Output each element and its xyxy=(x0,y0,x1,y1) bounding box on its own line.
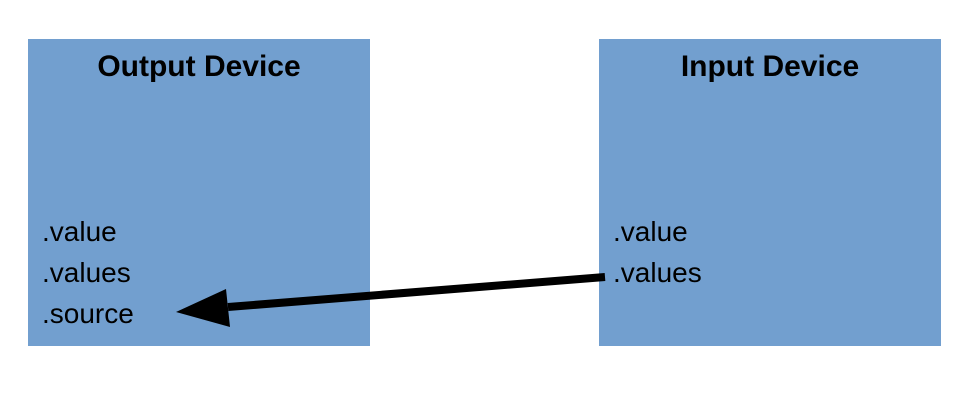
output-device-member-list: .value .values .source xyxy=(42,211,362,334)
output-device-title: Output Device xyxy=(97,50,301,83)
output-device-box: Output Device .value .values .source xyxy=(28,39,370,346)
input-device-title: Input Device xyxy=(680,50,860,83)
input-device-member-value: .value xyxy=(613,216,688,247)
input-device-member-list: .value .values xyxy=(613,211,933,293)
output-device-member-source: .source xyxy=(42,298,134,329)
input-device-member-values: .values xyxy=(613,257,702,288)
output-device-member-values: .values xyxy=(42,257,131,288)
input-device-box: Input Device .value .values xyxy=(599,39,941,346)
output-device-member-value: .value xyxy=(42,216,117,247)
